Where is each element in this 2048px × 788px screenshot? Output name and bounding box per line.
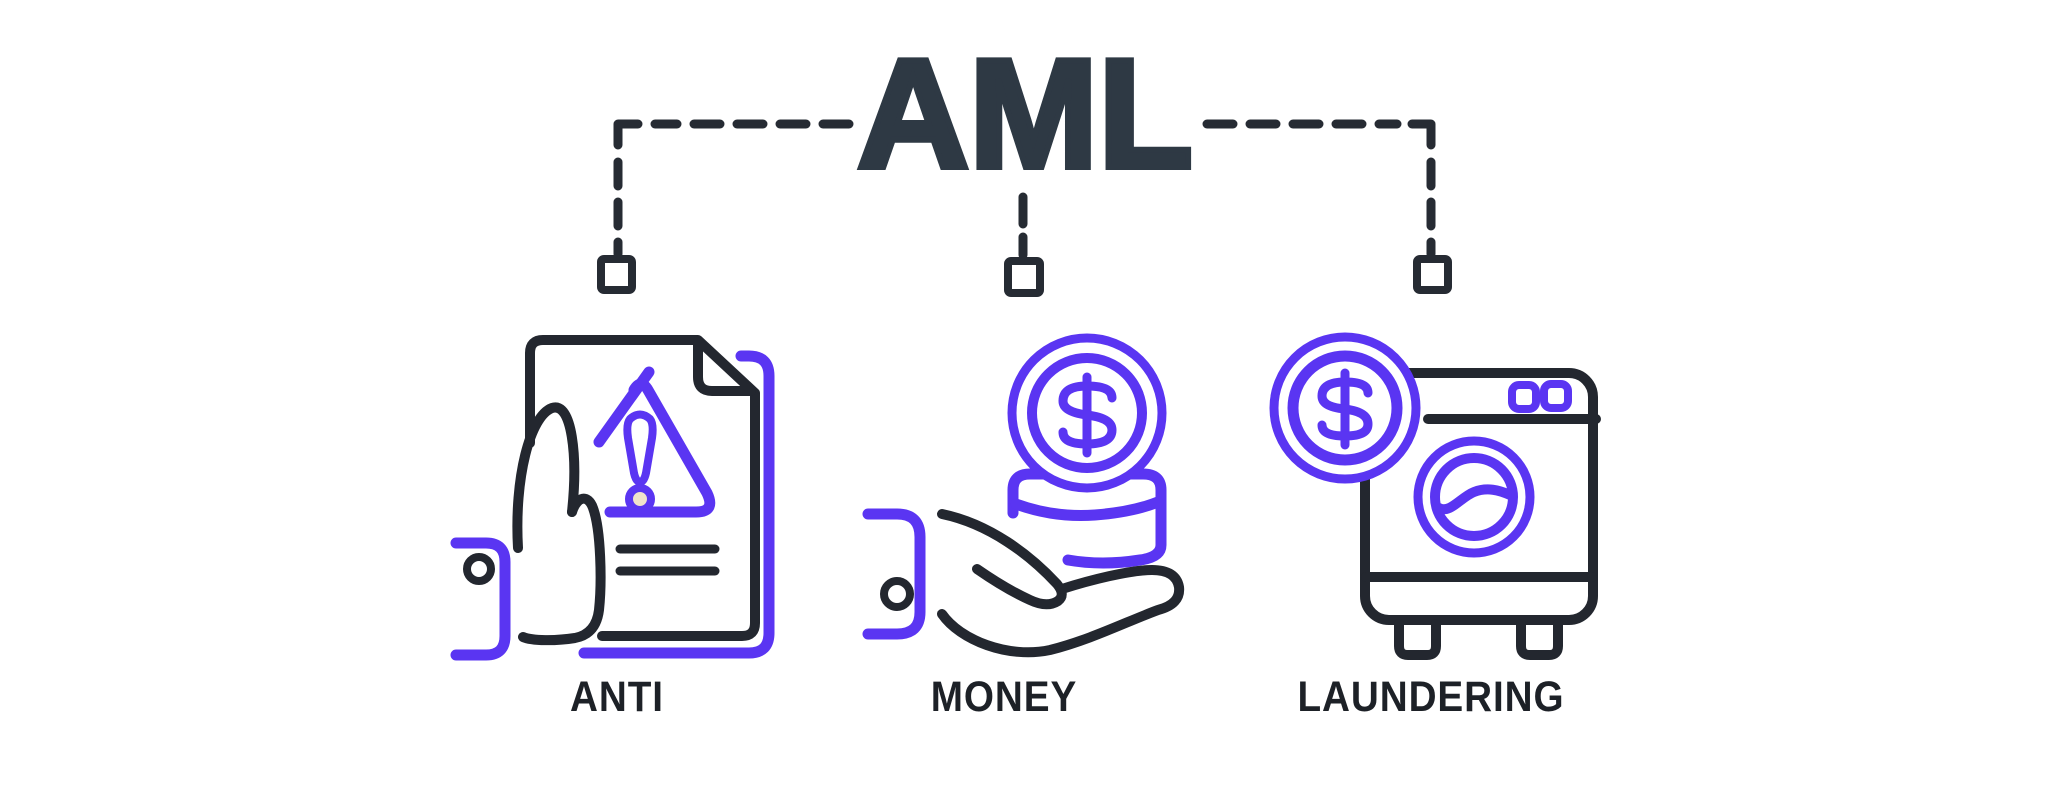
coin-stack [1007, 468, 1167, 569]
document-warning-stop-hand-icon [450, 335, 775, 661]
item-label-laundering: LAUNDERING [1297, 673, 1565, 721]
machine-drum-icon [1413, 436, 1535, 558]
exclamation-bar [623, 410, 657, 486]
connector-center-terminal-square [1004, 257, 1044, 297]
dollar-coin-icon [1269, 332, 1421, 484]
cuff-button [463, 553, 495, 585]
machine-foot-right [1516, 619, 1563, 660]
washing-machine-body [1360, 368, 1601, 660]
connector-right-terminal-square [1413, 255, 1452, 294]
machine-button-right [1540, 380, 1572, 412]
back-page-outline [578, 350, 775, 659]
connector-left-terminal-square [597, 255, 636, 294]
open-hand-icon [937, 509, 1185, 658]
item-label-anti: ANTI [570, 673, 664, 721]
drum-water-wave [1434, 484, 1515, 515]
hand-holding-dollar-coins-icon [862, 333, 1185, 658]
exclamation-dot [625, 484, 655, 514]
sleeve-cuff [862, 508, 926, 640]
page-title: AML [854, 27, 1196, 200]
warning-triangle-icon [593, 366, 716, 518]
cuff-button [880, 577, 914, 611]
connector-left [597, 119, 854, 294]
document-fold-corner [693, 336, 756, 396]
item-label-money: MONEY [930, 673, 1078, 721]
sleeve-cuff [450, 537, 511, 661]
document-text-lines [615, 544, 720, 576]
document-outline [525, 335, 760, 641]
machine-foot-left [1394, 619, 1441, 660]
connector-right [1202, 119, 1452, 294]
dollar-coin-icon [1007, 333, 1167, 493]
machine-button-left [1508, 381, 1540, 413]
connector-center [1004, 192, 1044, 297]
washing-machine-dollar-coin-icon [1269, 332, 1601, 660]
stop-hand-icon [512, 402, 606, 646]
